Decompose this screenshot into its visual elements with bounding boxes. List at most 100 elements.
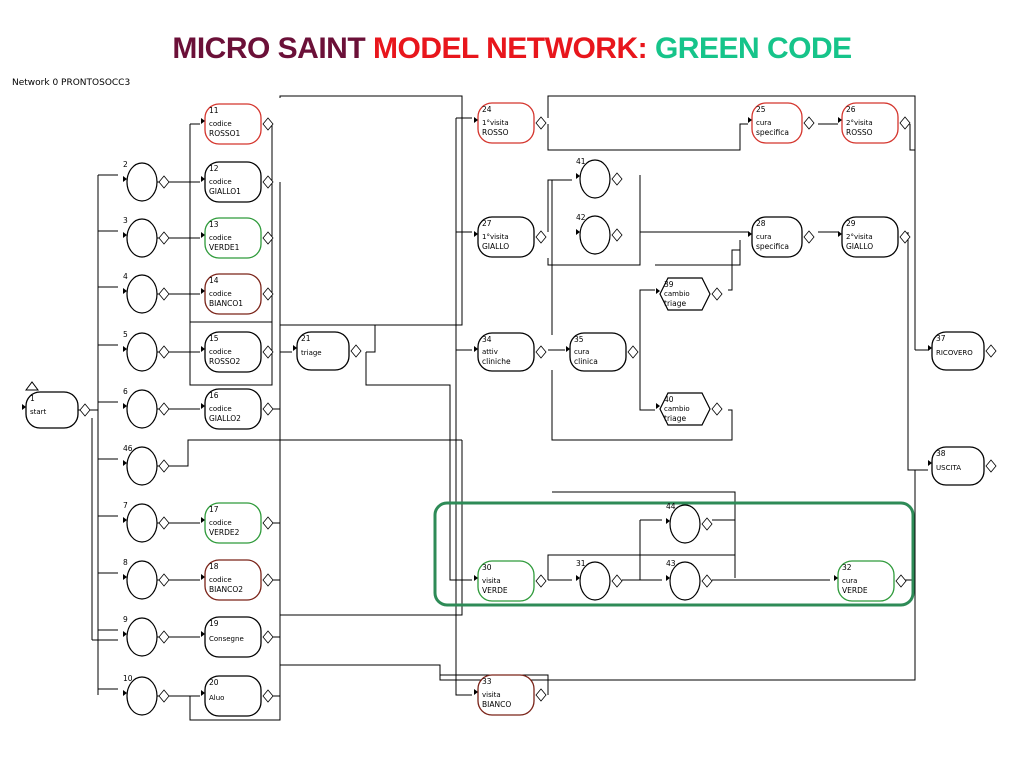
output-diamond-icon — [985, 459, 997, 473]
node-2: 2 — [123, 160, 170, 202]
node-label-line2: VERDE — [842, 586, 868, 595]
node-9: 9 — [123, 615, 170, 657]
node-label-line2: GIALLO — [482, 242, 509, 251]
node-number: 9 — [123, 615, 128, 624]
node-number: 16 — [209, 391, 219, 400]
node-shape — [204, 388, 262, 430]
input-arrow-icon — [838, 231, 842, 237]
node-shape — [126, 162, 158, 202]
node-shape — [126, 446, 158, 486]
output-diamond-icon — [158, 573, 170, 587]
output-diamond-icon — [535, 116, 547, 130]
node-label-line1: visita — [482, 577, 501, 585]
input-arrow-icon — [201, 176, 205, 182]
input-arrow-icon — [666, 575, 670, 581]
output-diamond-icon — [899, 116, 911, 130]
input-arrow-icon — [666, 518, 670, 524]
node-label-line2: VERDE2 — [209, 528, 240, 537]
node-shape — [931, 331, 985, 371]
input-arrow-icon — [834, 575, 838, 581]
node-number: 8 — [123, 558, 128, 567]
input-arrow-icon — [123, 690, 127, 696]
input-arrow-icon — [201, 288, 205, 294]
node-shape — [126, 218, 158, 258]
node-label-line1: triage — [301, 349, 322, 357]
output-diamond-icon — [985, 344, 997, 358]
node-number: 29 — [846, 219, 856, 228]
node-label-line2: cliniche — [482, 357, 511, 366]
node-label-line1: codice — [209, 405, 232, 413]
node-shape — [477, 216, 535, 258]
node-shape — [204, 161, 262, 203]
output-diamond-icon — [158, 459, 170, 473]
node-number: 24 — [482, 105, 492, 114]
output-diamond-icon — [611, 172, 623, 186]
node-label-line1: Aluo — [209, 694, 224, 702]
node-shape — [204, 217, 262, 259]
title-part-micro-saint: MICRO SAINT — [172, 32, 366, 65]
node-shape — [841, 216, 899, 258]
output-diamond-icon — [158, 175, 170, 189]
node-number: 11 — [209, 106, 219, 115]
node-number: 40 — [664, 395, 674, 404]
node-label-line2: GIALLO — [846, 242, 873, 251]
node-shape — [659, 392, 711, 426]
node-shape — [204, 103, 262, 145]
node-number: 38 — [936, 449, 946, 458]
output-diamond-icon — [711, 402, 723, 416]
output-diamond-icon — [701, 517, 713, 531]
output-diamond-icon — [262, 231, 274, 245]
output-diamond-icon — [535, 345, 547, 359]
node-number: 15 — [209, 334, 219, 343]
node-number: 18 — [209, 562, 219, 571]
input-arrow-icon — [656, 403, 660, 409]
input-arrow-icon — [201, 631, 205, 637]
output-diamond-icon — [535, 230, 547, 244]
nodes-layer: 1start23456467891011codiceROSSO112codice… — [22, 102, 997, 717]
output-diamond-icon — [158, 287, 170, 301]
input-arrow-icon — [201, 346, 205, 352]
output-diamond-icon — [895, 574, 907, 588]
output-diamond-icon — [803, 230, 815, 244]
input-arrow-icon — [748, 231, 752, 237]
input-arrow-icon — [201, 403, 205, 409]
node-number: 3 — [123, 216, 128, 225]
input-arrow-icon — [123, 517, 127, 523]
input-arrow-icon — [123, 176, 127, 182]
node-label-line1: USCITA — [936, 464, 961, 472]
output-diamond-icon — [711, 287, 723, 301]
input-arrow-icon — [656, 288, 660, 294]
node-31: 31 — [576, 559, 623, 601]
output-diamond-icon — [627, 345, 639, 359]
node-shape — [751, 216, 803, 258]
title-part-model-network: MODEL NETWORK: — [373, 32, 648, 65]
output-diamond-icon — [158, 402, 170, 416]
node-shape — [837, 560, 895, 602]
node-label-line2: GIALLO1 — [209, 187, 241, 196]
node-shape — [126, 503, 158, 543]
node-shape — [477, 560, 535, 602]
start-triangle-icon — [25, 381, 39, 391]
node-label-line1: codice — [209, 290, 232, 298]
node-label-line1: codice — [209, 348, 232, 356]
node-label-line2: specifica — [756, 242, 789, 251]
node-shape — [126, 560, 158, 600]
node-label-line1: codice — [209, 234, 232, 242]
node-44: 44 — [666, 502, 713, 544]
output-diamond-icon — [79, 403, 91, 417]
output-diamond-icon — [535, 574, 547, 588]
node-number: 20 — [209, 678, 219, 687]
node-label-line2: triage — [664, 414, 686, 423]
node-43: 43 — [666, 559, 713, 601]
green-code-highlight — [433, 501, 915, 607]
node-3: 3 — [123, 216, 170, 258]
node-label-line1: cura — [842, 577, 857, 585]
